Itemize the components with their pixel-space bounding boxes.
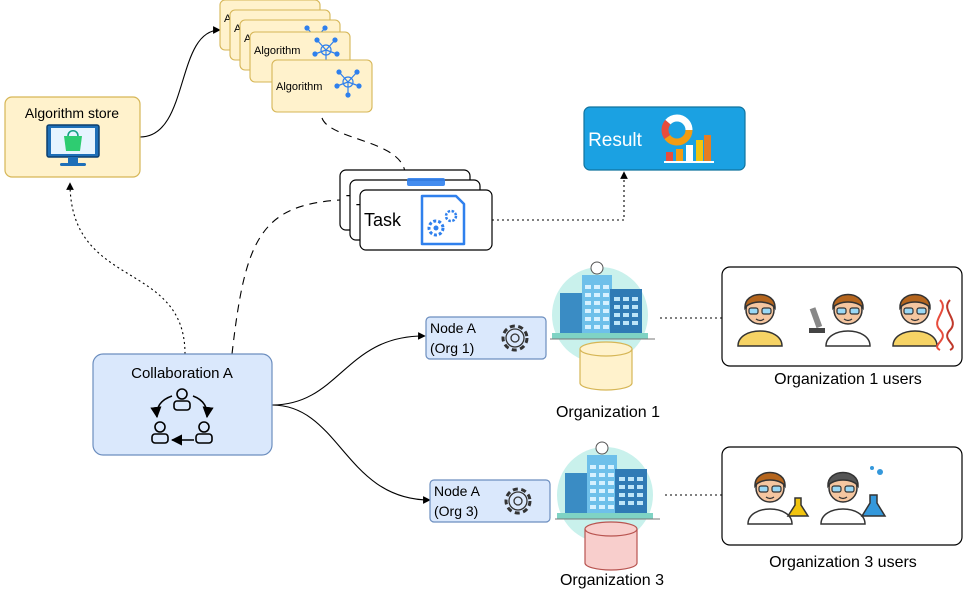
node-org1[interactable]: Node A (Org 1) (425, 316, 547, 360)
connector-collab-to-task (231, 199, 341, 355)
researcher-icon (737, 293, 783, 347)
user-group-org3 (721, 446, 963, 546)
organization-1 (550, 261, 655, 391)
organization-3 (555, 441, 660, 571)
connector-collab-to-store (66, 182, 186, 355)
hospital-building-icon (555, 441, 660, 543)
node-org3-line1: Node A (434, 483, 481, 499)
algorithm-stack: AlgorithmAlgorithmAlgorithmAlgorithmAlgo… (219, 0, 373, 113)
user-group-org1 (721, 266, 963, 367)
node-org1-line1: Node A (430, 320, 477, 336)
node-org3-line2: (Org 3) (434, 503, 478, 519)
algorithm-card[interactable]: Algorithm (271, 59, 373, 113)
user-group-org1-label: Organization 1 users (774, 371, 922, 388)
nodes: Node A (Org 1) Node A (Org 3) (425, 316, 551, 523)
algorithm-card-label: Algorithm (254, 45, 300, 57)
node-org3[interactable]: Node A (Org 3) (429, 479, 551, 523)
hospital-building-icon (550, 261, 655, 363)
scientist-icon (825, 293, 871, 347)
chemist-icon (747, 471, 793, 525)
connector-collab-to-node1 (271, 332, 426, 406)
task-stack[interactable]: T T Task (339, 169, 493, 251)
neural-network-icon (334, 69, 362, 98)
organization-3-label: Organization 3 (560, 572, 664, 589)
algorithm-store-label: Algorithm store (25, 105, 119, 121)
connector-store-to-algorithms (139, 26, 221, 138)
organizations: Organization 1 Organization 3 (550, 261, 664, 589)
lab-technician-icon (892, 293, 938, 347)
connector-collab-to-node3 (271, 404, 431, 504)
collaboration-label: Collaboration A (131, 365, 233, 382)
user-group-org3-label: Organization 3 users (769, 554, 917, 571)
flask-icon (786, 466, 887, 517)
result-box[interactable]: Result (583, 106, 746, 171)
connector-algorithm-to-task (321, 117, 406, 173)
settings-document-icon (407, 178, 466, 246)
shop-monitor-icon (46, 124, 100, 166)
result-label: Result (588, 130, 643, 151)
algorithm-card-label: Algorithm (276, 81, 322, 93)
node-org1-line2: (Org 1) (430, 340, 474, 356)
connectors (66, 26, 722, 504)
task-label: Task (364, 210, 402, 230)
microscope-icon (809, 307, 825, 333)
database-icon (584, 521, 638, 571)
researcher-flask-icon (820, 471, 866, 525)
node-org3-gear-icon (504, 487, 532, 515)
connector-task-to-result (492, 171, 628, 221)
database-icon (579, 341, 633, 391)
result-chart-icon (661, 114, 714, 163)
organization-1-label: Organization 1 (556, 404, 660, 421)
collaboration-cycle-icon (150, 388, 214, 446)
collaboration-box[interactable]: Collaboration A (92, 353, 273, 456)
algorithm-store[interactable]: Algorithm store (4, 96, 141, 178)
dna-icon (936, 299, 954, 351)
node-org1-gear-icon (501, 324, 529, 352)
